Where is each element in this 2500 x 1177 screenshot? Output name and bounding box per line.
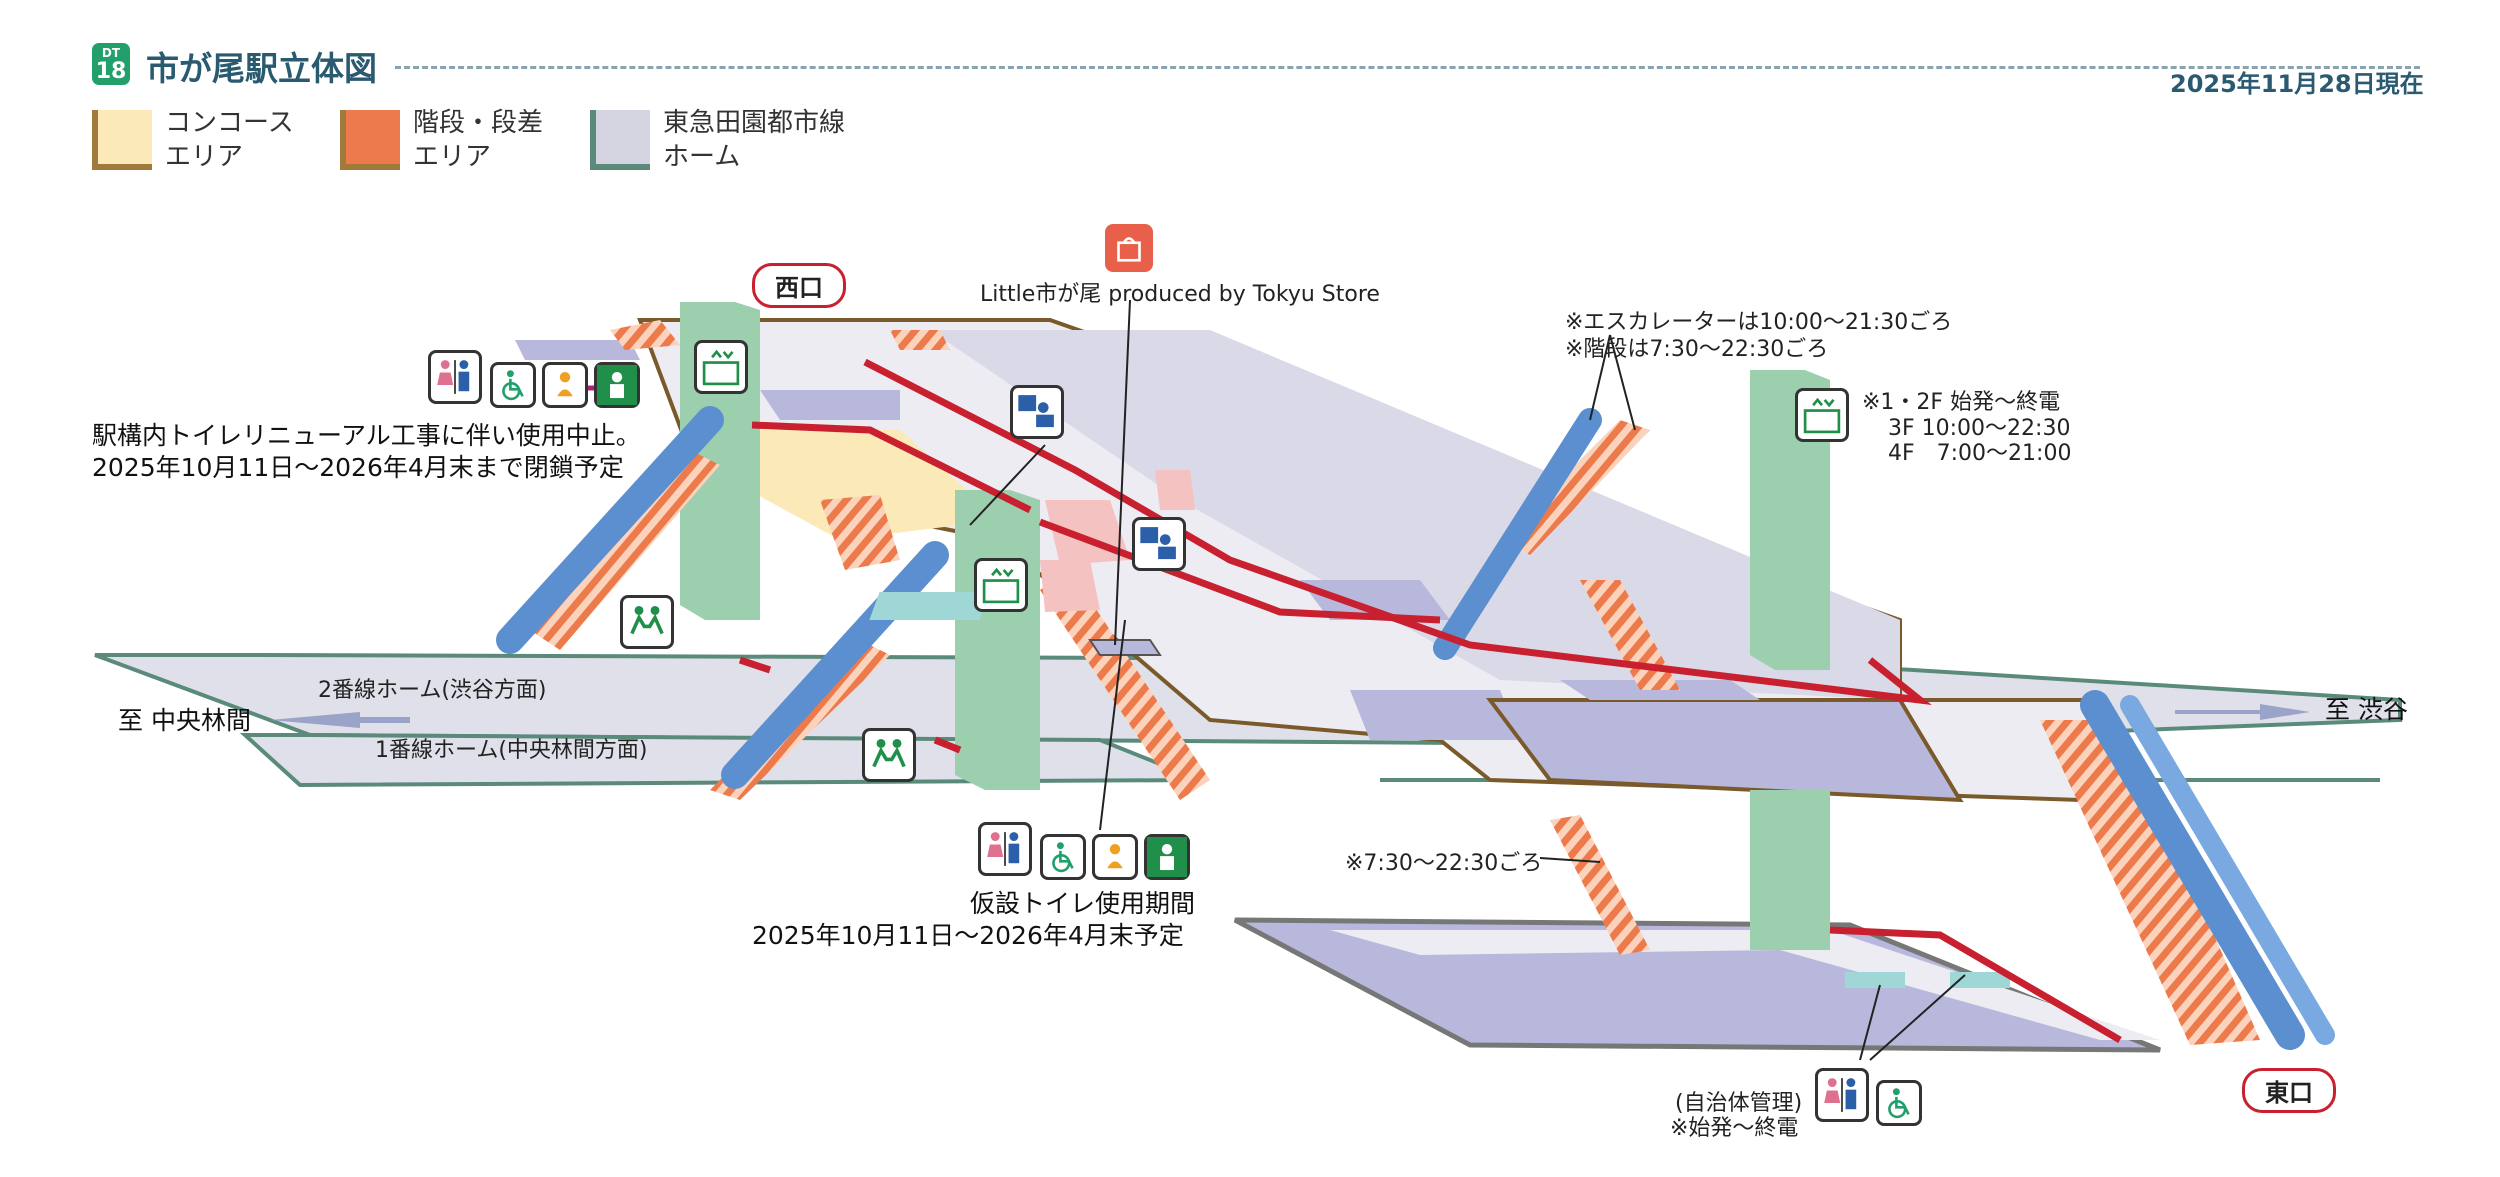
platform-blue-3 [1486, 698, 1964, 803]
escalator-east [2080, 690, 2305, 1050]
east-exit-label: 東口 [2242, 1068, 2336, 1113]
legend-swatch-stairs [340, 110, 400, 170]
accessible-route-lower [1829, 926, 2122, 1044]
direction-chuo-rinkan: 至 中央林間 [118, 706, 251, 735]
elevator-hours-line2: 3F 10:00〜22:30 [1888, 416, 2071, 441]
waiting-room-icon [620, 595, 674, 649]
page-title: 市が尾駅立体図 [146, 49, 377, 88]
legend-swatch-concourse [92, 110, 152, 170]
west-exit-label: 西口 [752, 263, 846, 308]
accessible-route-west [751, 421, 1032, 514]
stairs-center-2 [820, 495, 900, 570]
elevator-icon [694, 340, 748, 394]
stairs-mid-right [1580, 580, 1680, 690]
municipal-wheelchair-icon [1876, 1080, 1922, 1126]
toilet-closure-note-line1: 駅構内トイレリニューアル工事に伴い使用中止。 [92, 421, 641, 450]
title-divider [395, 66, 2420, 69]
station-number: 18 [95, 59, 127, 84]
stairs-west [530, 450, 720, 650]
elevator-shaft-east [1750, 370, 1830, 670]
line-code: DT [101, 46, 121, 60]
elevator-shaft-center [955, 490, 1040, 790]
elevator-icon-center [974, 558, 1028, 612]
wheelchair-icon [490, 362, 536, 408]
stairs-lower-mid [1550, 815, 1650, 955]
platform-2-label: 2番線ホーム(渋谷方面) [318, 678, 547, 703]
arrow-left-icon [270, 712, 410, 728]
accessible-route-center-lower [933, 736, 962, 754]
stairs-east [2040, 720, 2260, 1045]
ticket-area [869, 592, 990, 620]
temp-toilet-area [1088, 639, 1162, 656]
elevator-hours-line1: ※1・2F 始発〜終電 [1862, 390, 2061, 415]
legend-label-stairs: 階段・段差エリア [413, 108, 544, 172]
stairs-west-top [610, 320, 680, 350]
baby-care-icon [542, 362, 588, 408]
lower-stairs-hours-note: ※7:30〜22:30ごろ [1345, 851, 1543, 876]
toilet-closure-note-line2: 2025年10月11日〜2026年4月末まで閉鎖予定 [92, 453, 624, 482]
direction-shibuya: 至 渋谷 [2325, 695, 2408, 724]
elevator-hours-line3: 4F 7:00〜21:00 [1888, 441, 2072, 466]
temp-baby-care-icon [1092, 834, 1138, 880]
arrow-right-icon [2175, 704, 2310, 720]
elevator-shaft-east-lower [1750, 790, 1830, 950]
temp-wheelchair-icon [1040, 834, 1086, 880]
platform-1-label: 1番線ホーム(中央林間方面) [375, 738, 648, 763]
municipal-note-line1: (自治体管理) [1675, 1091, 1803, 1116]
waiting-room-icon-2 [862, 728, 916, 782]
municipal-note-line2: ※始発〜終電 [1670, 1116, 1799, 1141]
platform-deck-large [930, 330, 1900, 700]
gate-area-2 [1155, 470, 1195, 510]
as-of-date: 2025年11月28日現在 [2170, 70, 2424, 98]
platform-mid-left [760, 390, 900, 420]
temp-toilet-note-line1: 仮設トイレ使用期間 [970, 889, 1196, 918]
elevator-icon-east [1795, 388, 1849, 442]
escalator-hours-note: ※エスカレーターは10:00〜21:30ごろ [1565, 310, 1953, 335]
stairs-top-center [890, 330, 950, 350]
station-staff-icon [1010, 385, 1064, 439]
escalator-upper-right [1433, 408, 1602, 660]
stairs-center [1040, 570, 1210, 800]
lower-toilet-area-1 [1845, 972, 1905, 988]
multipurpose-toilet-icon [594, 362, 640, 408]
escalator-west [496, 406, 724, 654]
legend-swatch-platform [590, 110, 650, 170]
temp-multipurpose-toilet-icon [1144, 834, 1190, 880]
ticket-office-icon [1132, 517, 1186, 571]
toilet-icon [428, 350, 482, 404]
escalator-east-2 [2120, 695, 2335, 1045]
platform-blue-1 [1300, 580, 1450, 620]
accessible-route-west-lower [738, 656, 772, 674]
station-number-badge: DT 18 [92, 43, 130, 85]
accessible-route-main [863, 358, 1932, 705]
temp-toilet-icon [978, 822, 1032, 876]
escalator-center [721, 541, 949, 789]
shopping-bag-icon [1105, 224, 1153, 272]
municipal-toilet-icon [1815, 1068, 1869, 1122]
gate-area-3 [1040, 560, 1100, 612]
legend-label-concourse: コンコースエリア [165, 108, 294, 172]
platform-upper-left [515, 340, 640, 360]
temp-toilet-note-line2: 2025年10月11日〜2026年4月末予定 [752, 921, 1184, 950]
platform-blue-2 [1350, 690, 1520, 740]
store-name: Little市が尾 produced by Tokyu Store [980, 282, 1380, 307]
stairs-hours-note: ※階段は7:30〜22:30ごろ [1565, 337, 1829, 362]
legend-label-platform: 東急田園都市線ホーム [663, 108, 846, 172]
